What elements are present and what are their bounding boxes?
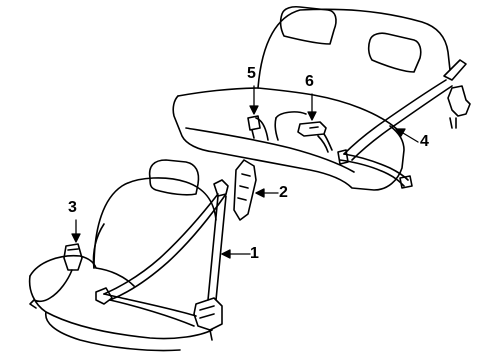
rear-headrest-right [367, 32, 422, 73]
front-belt-shoulder [103, 193, 219, 295]
rear-seat [172, 5, 451, 191]
front-seat [28, 159, 217, 352]
shoulder-guide [233, 159, 257, 221]
front-seat-back [93, 177, 217, 269]
front-retractor [193, 297, 223, 331]
callout-4: 4 [420, 133, 429, 150]
rear-cushion [172, 95, 405, 191]
callout-3: 3 [68, 199, 77, 216]
rear-retractor [447, 85, 471, 117]
front-belt-tongue [95, 287, 113, 305]
rear-buckle-center [274, 111, 333, 153]
rear-cushion-front-edge [185, 127, 355, 173]
front-belt-vertical [207, 195, 219, 301]
front-belt-lap [103, 293, 197, 317]
rear-headrest-left [279, 5, 337, 45]
callout-6: 6 [305, 73, 314, 90]
rear-belt-upper-anchor [443, 59, 467, 81]
rear-belt-webbing [343, 79, 447, 155]
front-buckle [29, 243, 83, 309]
front-headrest [148, 159, 200, 196]
rear-cushion-top [177, 87, 259, 97]
rear-seat-back [257, 8, 451, 89]
front-cushion [28, 275, 213, 340]
leader-lines [71, 85, 419, 259]
rear-buckle-left [247, 115, 269, 141]
callout-2: 2 [279, 184, 288, 201]
callout-5: 5 [247, 65, 256, 82]
rear-seat-back-lower [257, 87, 401, 133]
rear-belt-right [337, 59, 471, 189]
front-belt [95, 179, 229, 341]
callout-1: 1 [250, 245, 259, 262]
